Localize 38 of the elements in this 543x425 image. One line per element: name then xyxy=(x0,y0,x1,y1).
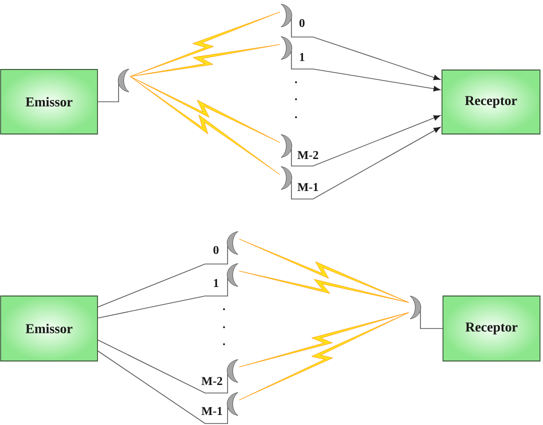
process-box: Receptor xyxy=(442,296,540,362)
connector-line xyxy=(98,350,228,424)
ellipsis-dot: . xyxy=(223,326,225,328)
process-box: Emissor xyxy=(0,296,98,362)
antenna xyxy=(118,68,130,92)
process-box: Receptor xyxy=(442,70,540,134)
ellipsis-dot: . xyxy=(295,81,297,84)
connector-line xyxy=(420,310,443,329)
lightning-link xyxy=(130,12,280,77)
index-label: 1 xyxy=(300,53,304,61)
lightning-link xyxy=(238,312,410,400)
lightning-link xyxy=(130,44,280,77)
index-label: M-1 xyxy=(298,183,318,191)
arrow xyxy=(291,18,440,80)
ellipsis-dot: . xyxy=(295,116,297,118)
lightning-link xyxy=(238,238,410,303)
index-label: 1 xyxy=(214,279,218,287)
ellipsis-dot: . xyxy=(223,308,225,310)
index-label: 0 xyxy=(213,246,219,254)
connector-line xyxy=(98,278,228,318)
index-label: 0 xyxy=(299,18,305,28)
ellipsis-dot: . xyxy=(223,343,225,346)
index-label: M-2 xyxy=(202,377,222,385)
connector-line xyxy=(98,340,228,394)
index-label: M-1 xyxy=(202,407,222,415)
lightning-link xyxy=(130,76,280,143)
arrow xyxy=(291,115,440,166)
antenna xyxy=(410,296,422,320)
connector-line xyxy=(98,246,228,308)
connector-line xyxy=(98,83,119,102)
arrow xyxy=(291,50,440,92)
process-box: Emissor xyxy=(0,69,98,134)
ellipsis-dot: . xyxy=(295,98,297,100)
arrow xyxy=(291,126,441,200)
index-label: M-2 xyxy=(298,151,318,159)
lightning-link xyxy=(238,312,410,368)
lightning-link xyxy=(130,76,280,175)
lightning-link xyxy=(238,270,410,303)
